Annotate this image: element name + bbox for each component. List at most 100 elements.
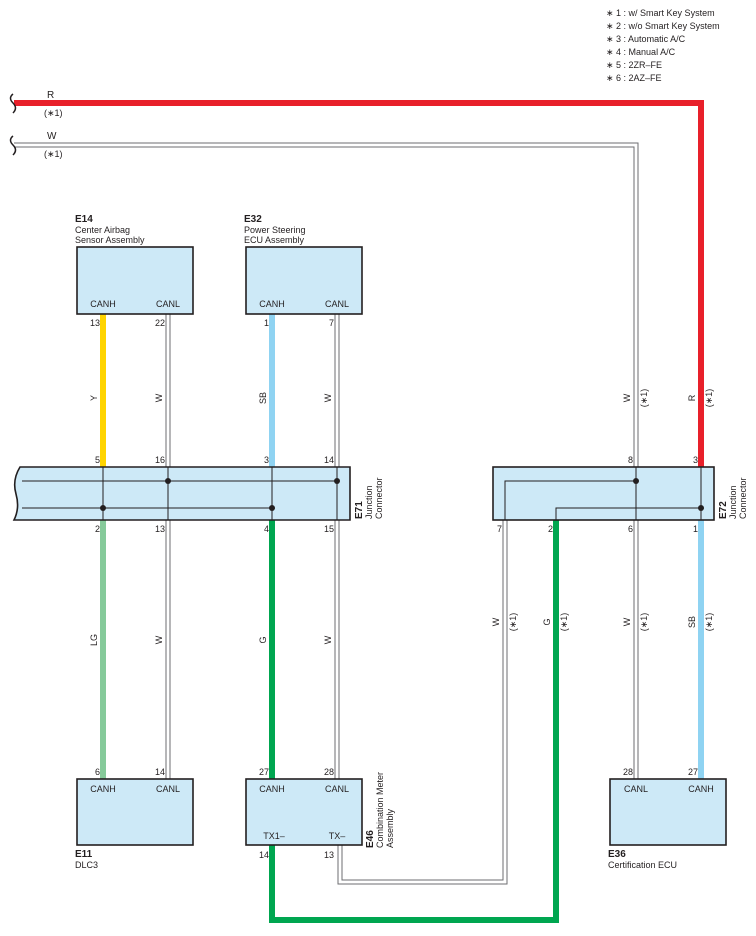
pin-number: 1 [264,318,269,328]
pin-number: 14 [155,767,165,777]
component-name: Certification ECU [608,860,677,870]
component-name: DLC3 [75,860,98,870]
pin-label: CANH [259,784,285,794]
wire-note: (∗1) [704,389,714,408]
pin-number: 3 [693,455,698,465]
wire-color-label: W [491,617,501,626]
wire-r-top [14,100,704,467]
junction-e71: 5 16 3 14 2 13 4 15 E71 Junction Connect… [12,455,384,534]
wire-e46-tx-w [337,520,508,885]
component-id: E46 [365,830,376,848]
wire-label: R [47,90,54,101]
wire-color-label: W [154,393,164,402]
component-id: E14 [75,214,93,225]
pin-label: CANH [90,784,116,794]
component-box [245,246,363,315]
wire-color-label: Y [89,395,99,401]
pin-number: 28 [623,767,633,777]
pin-number: 2 [95,524,100,534]
component-name: Connector [374,477,384,519]
pin-number: 13 [155,524,165,534]
pin-label: TX– [329,831,346,841]
wire-color-label: W [622,393,632,402]
pin-number: 7 [329,318,334,328]
component-e36: 28 27 CANL CANH E36 Certification ECU [608,767,727,870]
pin-label: CANL [624,784,648,794]
pin-number: 1 [693,524,698,534]
splice-dot [698,505,704,511]
pin-label: CANL [325,299,349,309]
component-name: ECU Assembly [244,235,305,245]
component-box [76,246,194,315]
wire-break-symbol [9,135,17,156]
pin-label: CANH [90,299,116,309]
component-name: Junction [364,485,374,519]
wire-break-symbol [9,93,17,114]
component-id: E71 [354,501,365,519]
pin-number: 8 [628,455,633,465]
pin-number: 6 [628,524,633,534]
junction-box [492,466,715,521]
component-id: E32 [244,214,262,225]
component-name: Connector [738,477,748,519]
legend-item: ∗ 2 : w/o Smart Key System [606,21,720,31]
splice-dot [165,478,171,484]
pin-number: 4 [264,524,269,534]
wire-note: (∗1) [639,613,649,632]
wire-label: W [47,131,57,142]
wire-note: (∗1) [508,613,518,632]
component-e14: E14 Center Airbag Sensor Assembly CANH C… [75,214,194,328]
pin-label: CANL [156,784,180,794]
junction-box [12,466,351,521]
component-e46: 27 28 CANH CANL TX1– TX– 14 13 E46 Combi… [245,767,395,860]
bus-canh-line [555,467,702,520]
pin-number: 3 [264,455,269,465]
pin-number: 27 [688,767,698,777]
pin-number: 15 [324,524,334,534]
pin-label: CANL [156,299,180,309]
component-box [76,778,194,846]
component-id: E36 [608,849,626,860]
wire-w-top-inner [14,143,638,467]
pin-number: 13 [324,850,334,860]
wire-e46-tx-w-inner [338,520,507,884]
wire-color-label: G [542,618,552,625]
pin-number: 22 [155,318,165,328]
legend-item: ∗ 1 : w/ Smart Key System [606,8,715,18]
junction-e72: 8 3 7 2 6 1 E72 Junction Connector [492,455,748,534]
component-name: Power Steering [244,225,306,235]
pin-number: 13 [90,318,100,328]
pin-number: 14 [259,850,269,860]
component-name: Center Airbag [75,225,130,235]
legend-item: ∗ 6 : 2AZ–FE [606,73,662,83]
pin-number: 2 [548,524,553,534]
wire-color-label: W [323,393,333,402]
component-box [609,778,727,846]
component-id: E72 [718,501,729,519]
component-name: Assembly [385,808,395,848]
component-name: Sensor Assembly [75,235,145,245]
legend: ∗ 1 : w/ Smart Key System ∗ 2 : w/o Smar… [606,8,720,83]
splice-dot [633,478,639,484]
wire-note: (∗1) [704,613,714,632]
pin-number: 5 [95,455,100,465]
component-e11: 6 14 CANH CANL E11 DLC3 [75,767,194,870]
wire-color-label: W [622,617,632,626]
wire-note: (∗1) [559,613,569,632]
wire-color-label: SB [687,616,697,628]
pin-label: TX1– [263,831,285,841]
wire-color-label: W [323,635,333,644]
pin-number: 7 [497,524,502,534]
pin-number: 27 [259,767,269,777]
bus-canl-line [504,467,637,520]
wire-color-label: SB [258,392,268,404]
component-box [245,778,363,846]
component-name: Junction [728,485,738,519]
legend-item: ∗ 3 : Automatic A/C [606,34,686,44]
wire-e46-tx1-g [269,520,559,923]
wire-note: (∗1) [44,108,63,118]
component-id: E11 [75,849,93,860]
pin-label: CANH [259,299,285,309]
wire-color-label: R [687,394,697,401]
